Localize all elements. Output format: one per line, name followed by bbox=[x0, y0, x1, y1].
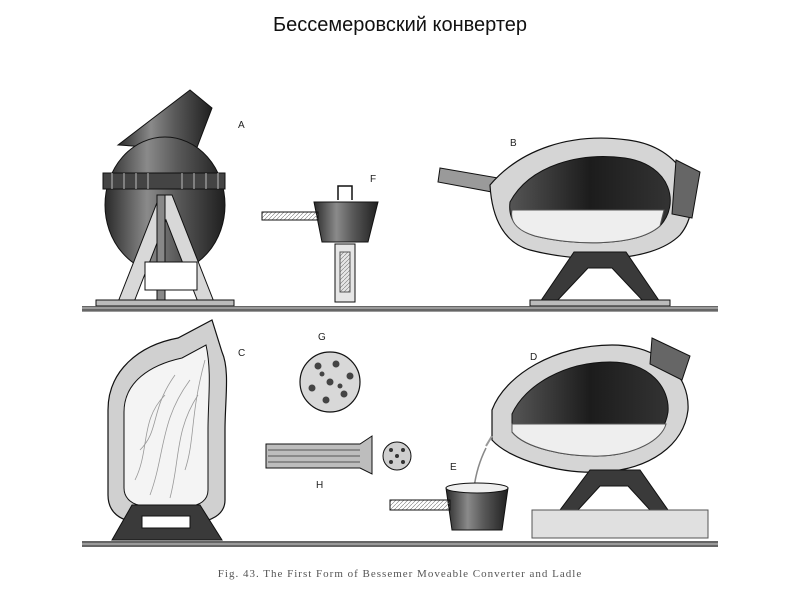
figure-caption: Fig. 43. The First Form of Bessemer Move… bbox=[217, 568, 583, 580]
ground-line-bottom bbox=[82, 541, 718, 547]
label-e: E bbox=[450, 462, 457, 473]
converter-a bbox=[95, 89, 235, 307]
label-f: F bbox=[370, 174, 376, 185]
label-d: D bbox=[530, 352, 537, 363]
ground-line-top bbox=[82, 306, 718, 312]
converter-c bbox=[107, 319, 228, 541]
ladle-e bbox=[389, 447, 509, 531]
ladle-f bbox=[261, 185, 379, 303]
tuyere-h bbox=[265, 435, 412, 475]
slide-title: Бессемеровский конвертер bbox=[272, 14, 528, 36]
label-a: A bbox=[238, 120, 245, 131]
converter-b bbox=[437, 137, 701, 307]
label-g: G bbox=[318, 332, 326, 343]
label-b: B bbox=[510, 138, 517, 149]
converter-d bbox=[485, 337, 709, 539]
tuyere-plate-g bbox=[299, 351, 361, 413]
label-c: C bbox=[238, 348, 245, 359]
label-h: H bbox=[316, 480, 323, 491]
